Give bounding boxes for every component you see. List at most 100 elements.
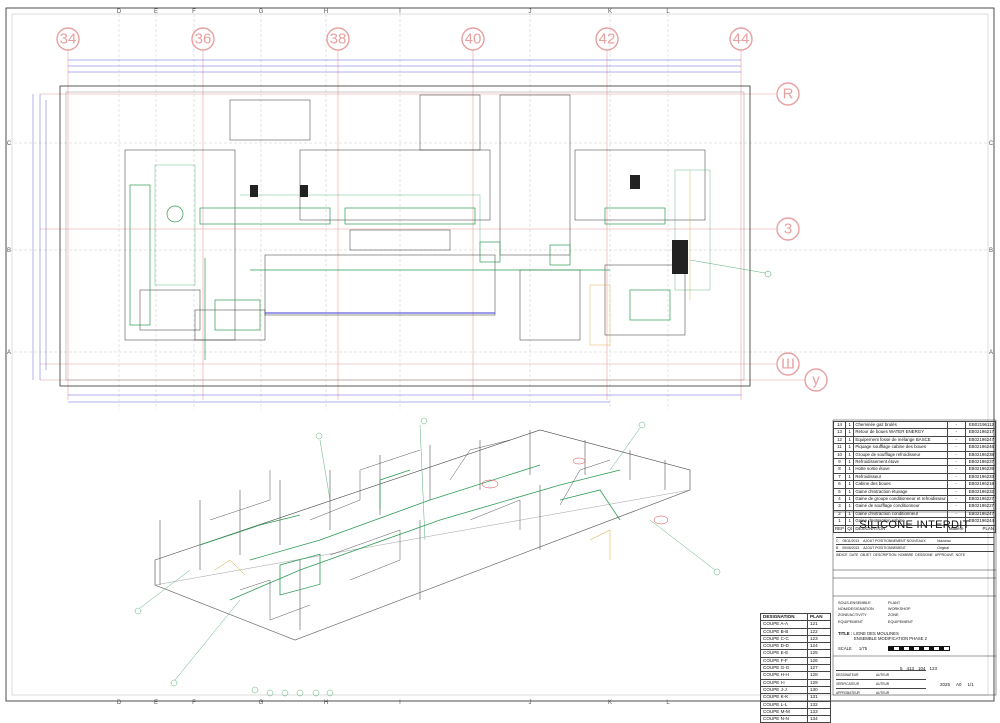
bom-cell: EB02196237 (964, 458, 997, 467)
grid-bubble-label: R (783, 86, 794, 103)
grid-bubble-label: 40 (465, 31, 482, 48)
section-cell: 127 (807, 664, 831, 673)
column-label: F (192, 700, 196, 706)
bom-cell: EB02196232 (964, 487, 997, 497)
signature-name: AUTEUR (876, 691, 890, 695)
bom-cell: EB02196239 (964, 465, 997, 474)
bom-cell: 4 (832, 495, 847, 504)
bom-cell: 12 (832, 435, 847, 445)
bom-cell: 1 (845, 495, 855, 504)
bom-cell: Hotte sortie étuve (853, 465, 948, 474)
grid-bubble (776, 82, 800, 106)
designation-field: EQUIPEMENT EQUIPEMENT (838, 619, 988, 625)
column-label: E (154, 700, 158, 706)
section-cell: 130 (807, 685, 831, 695)
row-label: C (7, 141, 12, 147)
section-cell: COUPE E-E (760, 649, 808, 658)
grid-bubble (776, 352, 800, 376)
bom-cell: Gaine d'extraction cabine (853, 517, 948, 526)
bom-cell: EB02196233 (964, 472, 997, 482)
bom-cell: - (946, 420, 966, 430)
section-cell: COUPE C-C (760, 634, 808, 644)
sheet-number: 1/1 (967, 682, 974, 687)
field-value: WORKSHOP (888, 607, 911, 612)
year-value: 2025 (940, 682, 951, 687)
drawing-number-part: 104 (918, 666, 926, 671)
revision-header: DATE (849, 553, 859, 557)
drawing-number-part: 123 (929, 666, 938, 671)
section-cell: COUPE D-D (760, 642, 808, 651)
bom-cell: 14 (832, 420, 847, 430)
bom-cell: Gaine de soufflage conditionneur (853, 502, 948, 511)
bom-cell: 9 (832, 458, 847, 467)
column-label: F (192, 9, 196, 15)
bom-cell: 1 (845, 517, 855, 526)
section-cell: 131 (807, 693, 831, 702)
bom-cell: EB02196227 (964, 502, 997, 511)
bom-cell: 6 (832, 480, 847, 489)
section-cell: COUPE K-K (760, 693, 808, 702)
isometric-view (134, 417, 721, 697)
bom-cell: 13 (832, 428, 847, 437)
section-cell: COUPE L-L (760, 700, 808, 709)
revision-header: APPROUVE (934, 553, 954, 557)
bom-cell: 3 (832, 502, 847, 511)
section-cell: COUPE G-G (760, 664, 808, 673)
bom-cell: 1 (845, 465, 855, 474)
bom-cell: 1 (845, 435, 855, 445)
column-label: K (608, 700, 612, 706)
bom-cell: 1 (845, 487, 855, 497)
bom-cell: 1 (845, 428, 855, 437)
section-cell: 129 (807, 678, 831, 687)
grid-bubble (595, 27, 619, 51)
bom-cell: EB02196218 (964, 480, 997, 489)
bom-cell: 1 (845, 443, 855, 452)
bom-cell: - (946, 428, 966, 437)
column-label: J (529, 9, 532, 15)
scale-label: SCALE (838, 646, 852, 651)
section-cell: 133 (807, 707, 831, 717)
bom-cell: - (946, 480, 966, 489)
bom-footer-cell: Qt (845, 524, 855, 534)
field-label: EQUIPEMENT (838, 619, 864, 624)
bom-cell: Groupe de soufflage refroidisseur (853, 450, 948, 460)
revision-cell: AJOUT POSITIONNEMENT (863, 546, 906, 550)
bom-cell: Cheminée gaz brulés (853, 420, 948, 430)
revision-header: NOMBRE (898, 553, 914, 557)
bom-cell: 2 (832, 509, 847, 519)
sheet-info: 2025 A0 1/1 (940, 682, 974, 687)
bom-cell: Cabine des boues (853, 480, 948, 489)
column-label: J (529, 700, 532, 706)
scale-block: SCALE 1/75 (838, 646, 951, 652)
drawing-number-part: 5 (900, 666, 903, 671)
bom-cell: 1 (845, 472, 855, 482)
title-line-2: ENSEMBLE MODIFICATION PHASE 2 (854, 636, 927, 642)
plan-view (14, 14, 988, 410)
bom-cell: 1 (845, 450, 855, 460)
field-value: EQUIPEMENT (888, 619, 914, 624)
scale-bar (888, 646, 951, 652)
